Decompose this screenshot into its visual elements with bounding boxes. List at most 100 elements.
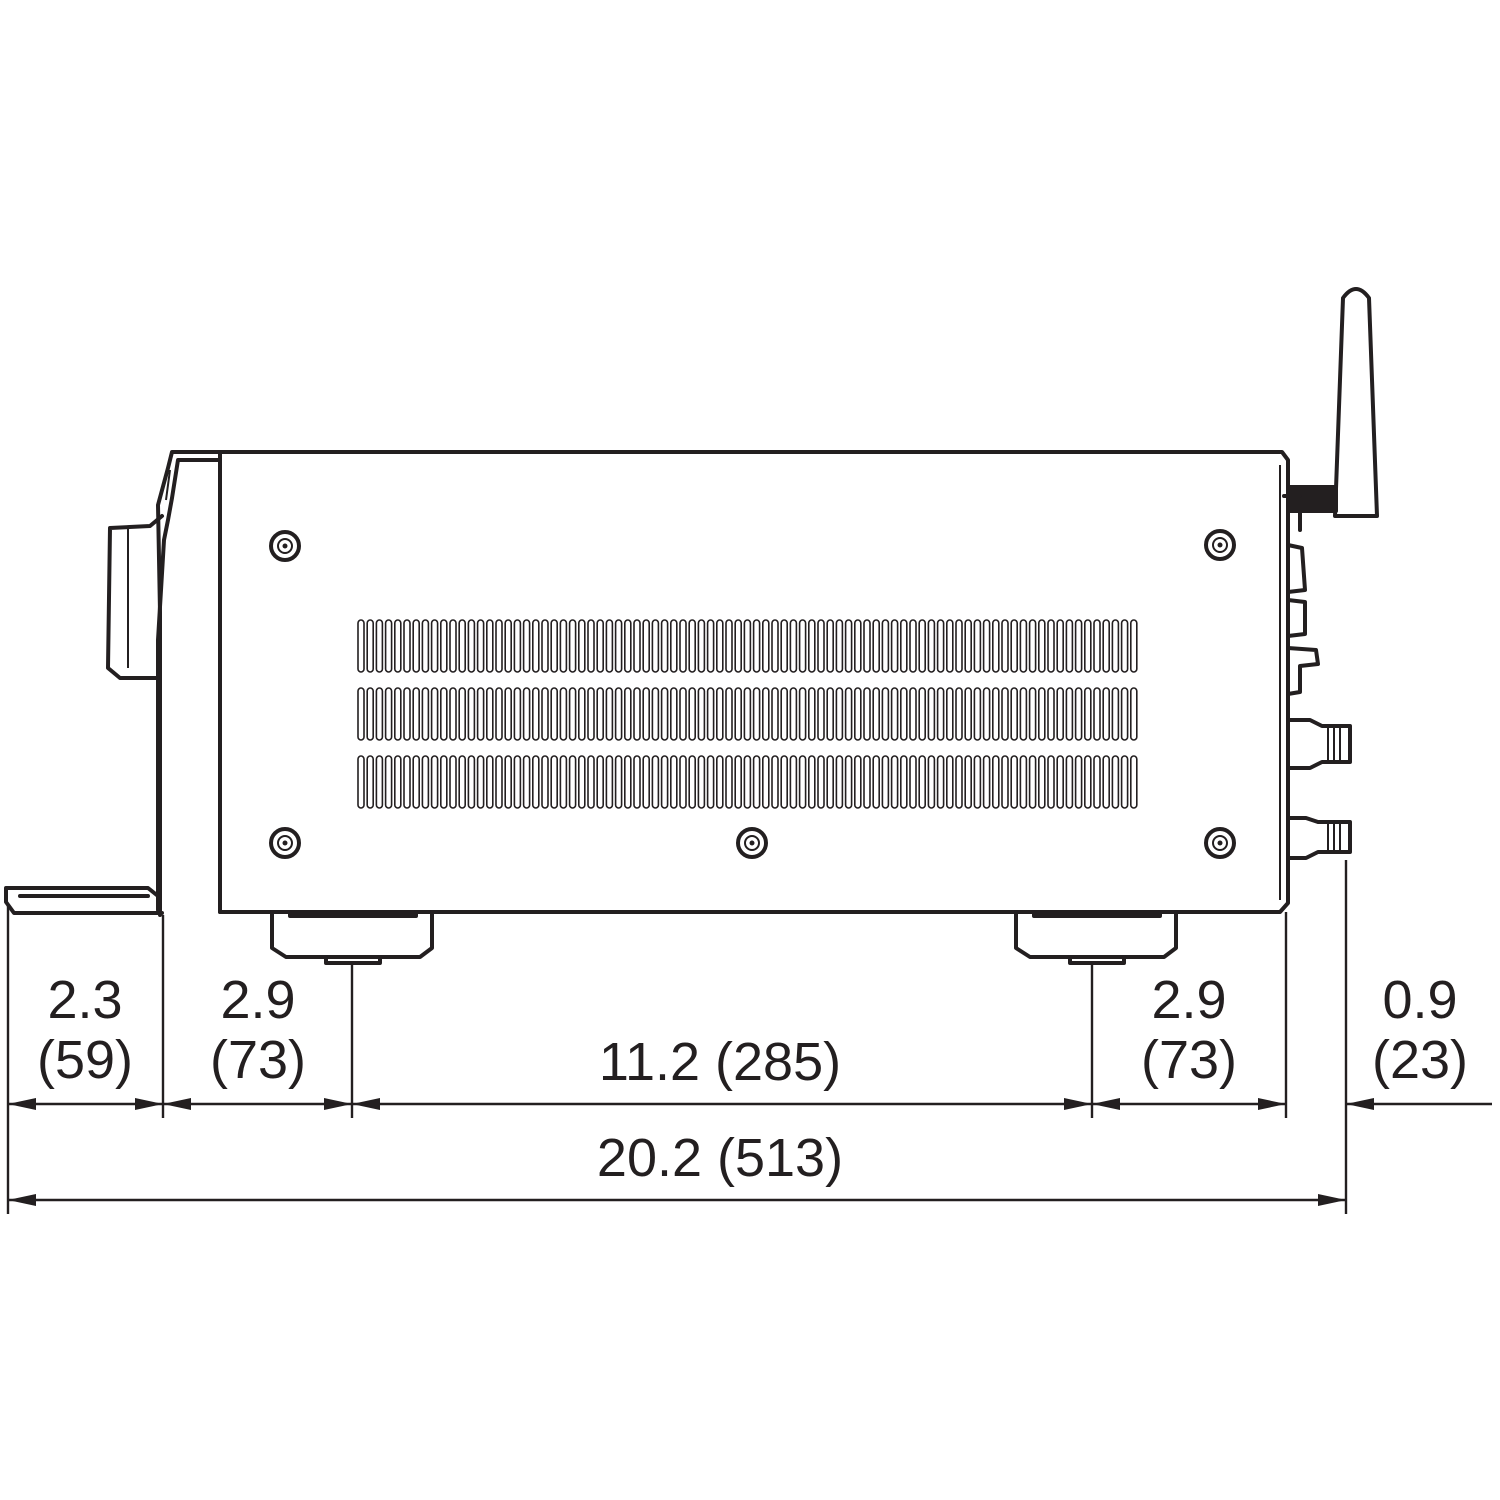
vent-slot bbox=[375, 755, 384, 809]
vent-slot bbox=[826, 619, 835, 673]
vent-slot bbox=[1047, 687, 1055, 741]
vent-slot bbox=[421, 755, 430, 809]
vent-slot bbox=[734, 755, 743, 809]
vent-slot bbox=[679, 755, 687, 809]
vent-slot bbox=[964, 687, 973, 741]
vent-slot bbox=[577, 687, 586, 741]
vent-slot bbox=[807, 619, 816, 673]
vent-slot bbox=[1010, 755, 1019, 809]
vent-slot bbox=[587, 687, 595, 741]
vent-slot bbox=[605, 755, 614, 809]
vent-slot bbox=[761, 619, 770, 673]
vent-slot bbox=[577, 619, 586, 673]
vent-slot bbox=[853, 687, 862, 741]
screw-icon bbox=[1204, 827, 1236, 859]
vent-slot bbox=[973, 755, 982, 809]
vent-slot bbox=[798, 619, 807, 673]
rear-connectors bbox=[1286, 543, 1352, 860]
vent-slot bbox=[669, 687, 678, 741]
vent-slot bbox=[743, 755, 752, 809]
vent-slot bbox=[577, 755, 586, 809]
vent-slot bbox=[1130, 687, 1138, 741]
vent-slot bbox=[449, 687, 457, 741]
vent-slot bbox=[495, 755, 503, 809]
vent-slot bbox=[890, 687, 899, 741]
vent-slot bbox=[890, 619, 899, 673]
vent-slot bbox=[789, 619, 798, 673]
vent-slot bbox=[504, 687, 513, 741]
vent-slot bbox=[835, 755, 844, 809]
screw-icon bbox=[736, 827, 768, 859]
vent-slot bbox=[458, 755, 467, 809]
vent-slot bbox=[927, 755, 936, 809]
vent-slot bbox=[531, 755, 540, 809]
vent-slot bbox=[541, 619, 549, 673]
vent-slot bbox=[780, 687, 789, 741]
vent-slot bbox=[1093, 619, 1101, 673]
dim-mm: (59) bbox=[36, 1030, 134, 1090]
vent-slot bbox=[679, 687, 687, 741]
vent-slot bbox=[1019, 619, 1028, 673]
vent-slot bbox=[1001, 755, 1009, 809]
vent-slot bbox=[513, 755, 522, 809]
vent-slot bbox=[412, 687, 421, 741]
vent-slot bbox=[531, 687, 540, 741]
vent-slot bbox=[485, 619, 494, 673]
vent-slot bbox=[1084, 619, 1092, 673]
vent-slot bbox=[697, 755, 706, 809]
vent-slot bbox=[688, 687, 697, 741]
vent-slot bbox=[909, 687, 917, 741]
vent-slot bbox=[881, 755, 890, 809]
wifi-antenna bbox=[1282, 287, 1379, 532]
vent-slot bbox=[421, 619, 430, 673]
vent-slot bbox=[918, 687, 927, 741]
vent-slot bbox=[357, 619, 365, 673]
vent-slot bbox=[393, 755, 402, 809]
vent-slot bbox=[853, 619, 862, 673]
vent-slot bbox=[697, 687, 706, 741]
dim-label-foot-span: 11.2 (285) bbox=[560, 1032, 880, 1092]
vent-slot bbox=[679, 619, 687, 673]
screw-icon bbox=[269, 827, 301, 859]
vent-slot bbox=[706, 619, 715, 673]
vent-slot bbox=[863, 619, 871, 673]
vent-slot bbox=[734, 619, 743, 673]
dim-text: 11.2 (285) bbox=[598, 1032, 842, 1092]
vent-slot bbox=[513, 687, 522, 741]
vent-slot bbox=[587, 619, 595, 673]
vent-slot bbox=[1065, 619, 1074, 673]
vent-slot bbox=[623, 619, 632, 673]
vent-slot bbox=[476, 687, 485, 741]
vent-slot bbox=[357, 687, 365, 741]
vent-slot bbox=[752, 619, 761, 673]
vent-slot bbox=[467, 619, 476, 673]
vent-slot bbox=[660, 687, 669, 741]
vent-slot bbox=[890, 755, 899, 809]
vent-slot bbox=[798, 687, 807, 741]
vent-slot bbox=[982, 755, 991, 809]
vent-slot bbox=[1120, 619, 1129, 673]
vent-slot bbox=[1056, 687, 1064, 741]
vent-slot bbox=[918, 619, 927, 673]
vent-slot bbox=[1038, 755, 1046, 809]
dim-label-rear-terminal-depth: 0.9 (23) bbox=[1354, 970, 1486, 1090]
vent-slot bbox=[623, 687, 632, 741]
vent-slot bbox=[991, 755, 1000, 809]
vent-slot bbox=[909, 619, 917, 673]
vent-slot bbox=[403, 687, 411, 741]
vent-slot bbox=[752, 755, 761, 809]
vent-slot bbox=[642, 687, 651, 741]
vent-slot bbox=[945, 619, 954, 673]
ventilation-slots bbox=[357, 619, 1138, 809]
vent-slot bbox=[715, 619, 724, 673]
vent-slot bbox=[504, 619, 513, 673]
vent-slot bbox=[614, 755, 623, 809]
vent-slot bbox=[449, 619, 457, 673]
vent-slot bbox=[872, 619, 881, 673]
vent-slot bbox=[725, 619, 733, 673]
vent-slot bbox=[559, 687, 568, 741]
vent-slot bbox=[1093, 687, 1101, 741]
vent-slot bbox=[366, 619, 375, 673]
vent-slot bbox=[513, 619, 522, 673]
